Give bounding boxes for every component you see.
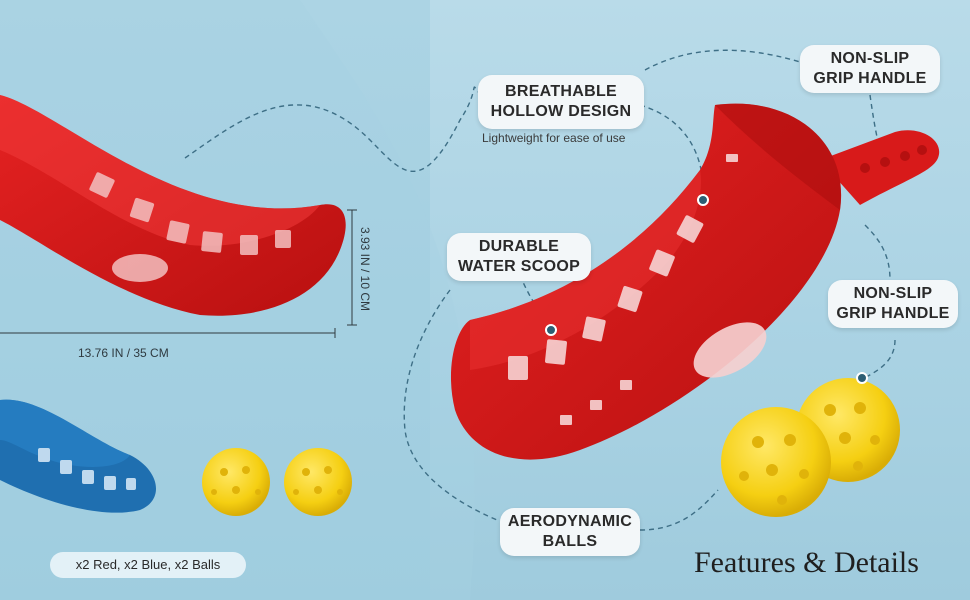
- callout-grip-top-line1: NON-SLIP: [830, 50, 910, 67]
- width-dimension-label: 13.76 IN / 35 CM: [78, 346, 169, 360]
- quantity-label: x2 Red, x2 Blue, x2 Balls: [50, 552, 246, 578]
- callout-durable-line1: DURABLE: [478, 238, 560, 255]
- page-title: Features & Details: [694, 546, 919, 579]
- callout-durable-line2: WATER SCOOP: [457, 258, 581, 275]
- blue-scoop: [0, 399, 157, 513]
- callout-breathable-subtitle: Lightweight for ease of use: [482, 131, 626, 145]
- connector-dots: [545, 194, 868, 384]
- callout-aerodynamic-line1: AERODYNAMIC: [507, 513, 633, 530]
- height-dimension-label: 3.93 IN / 10 CM: [358, 226, 372, 312]
- callout-grip-right-line2: GRIP HANDLE: [836, 305, 950, 322]
- small-ball-1: [202, 448, 270, 516]
- callout-breathable-line1: BREATHABLE: [504, 83, 618, 100]
- callout-aerodynamic-balls: AERODYNAMIC BALLS: [500, 508, 640, 556]
- main-red-scoop: [450, 103, 940, 460]
- callout-breathable-hollow-design: BREATHABLE HOLLOW DESIGN: [478, 75, 644, 129]
- callout-breathable-line2: HOLLOW DESIGN: [490, 103, 632, 120]
- dimension-lines: [0, 209, 357, 338]
- callout-grip-top-line2: GRIP HANDLE: [813, 70, 927, 87]
- callout-durable-water-scoop: DURABLE WATER SCOOP: [447, 233, 591, 281]
- callout-grip-right-line1: NON-SLIP: [853, 285, 933, 302]
- big-ball-front: [721, 407, 831, 517]
- callout-aerodynamic-line2: BALLS: [542, 533, 598, 550]
- left-red-scoop: [0, 95, 346, 316]
- small-ball-2: [284, 448, 352, 516]
- callout-grip-handle-right: NON-SLIP GRIP HANDLE: [828, 280, 958, 328]
- callout-grip-handle-top: NON-SLIP GRIP HANDLE: [800, 45, 940, 93]
